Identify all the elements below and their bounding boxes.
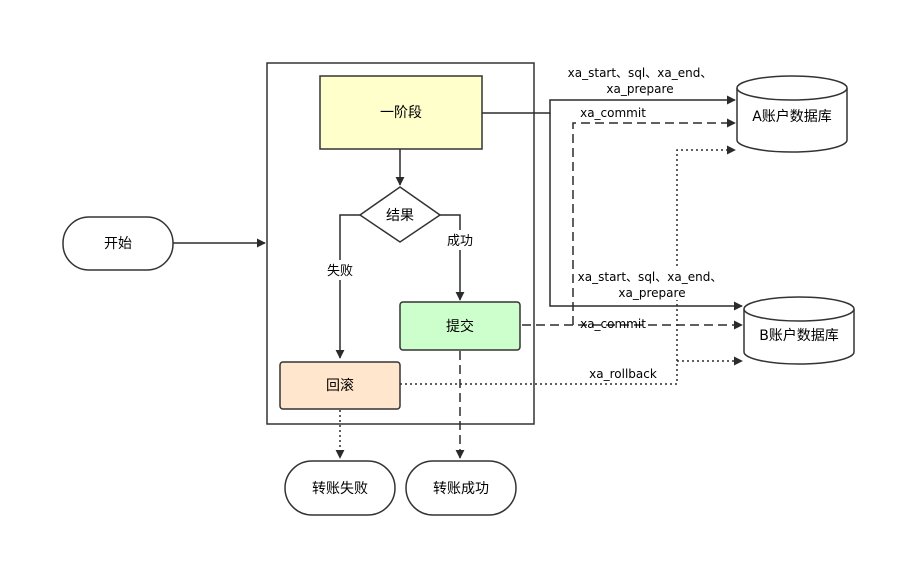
start-node-label: 开始 xyxy=(104,236,132,252)
decision-to-commit-arrow xyxy=(440,214,465,301)
success-end-node: 转账成功 xyxy=(405,460,517,516)
a-prepare-label-line1: xa_start、sql、xa_end、 xyxy=(568,66,713,80)
b-prepare-label-line1: xa_start、sql、xa_end、 xyxy=(578,270,723,284)
fail-end-node: 转账失败 xyxy=(284,460,396,516)
rollback-node-label: 回滚 xyxy=(326,377,354,394)
phase1-to-db-a-arrow xyxy=(482,95,736,114)
decision-node-label: 结果 xyxy=(386,208,414,224)
rollback-to-db-a-arrow xyxy=(400,145,736,385)
success-edge-label: 成功 xyxy=(447,234,473,249)
commit-node: 提交 xyxy=(399,301,521,351)
phase1-node-label: 一阶段 xyxy=(380,105,422,121)
phase-container xyxy=(266,62,535,425)
decision-node: 结果 xyxy=(358,186,442,243)
phase1-node: 一阶段 xyxy=(319,75,483,150)
commit-node-label: 提交 xyxy=(446,318,474,335)
a-prepare-label-line2: xa_prepare xyxy=(606,82,673,96)
db-a-label: A账户数据库 xyxy=(752,108,832,125)
rollback-node: 回滚 xyxy=(279,361,401,410)
db-b-label: B账户数据库 xyxy=(759,327,839,344)
success-end-node-label: 转账成功 xyxy=(433,481,489,497)
commit-to-db-a-arrow xyxy=(572,118,736,325)
db-b-cylinder: B账户数据库 xyxy=(743,296,855,365)
phase1-to-db-b-arrow xyxy=(549,113,743,311)
db-a-cylinder: A账户数据库 xyxy=(736,75,848,153)
fail-edge-label: 失败 xyxy=(327,264,353,279)
a-commit-label: xa_commit xyxy=(580,106,646,120)
connectors xyxy=(173,95,743,459)
edge-labels: 成功 失败 xa_start、sql、xa_end、 xa_prepare xa… xyxy=(322,66,723,381)
decision-to-rollback-arrow xyxy=(335,214,360,359)
b-commit-label: xa_commit xyxy=(580,317,646,331)
start-node: 开始 xyxy=(62,216,174,271)
rollback-edge-label: xa_rollback xyxy=(589,367,657,381)
b-prepare-label-line2: xa_prepare xyxy=(618,286,685,300)
fail-end-node-label: 转账失败 xyxy=(312,481,368,497)
